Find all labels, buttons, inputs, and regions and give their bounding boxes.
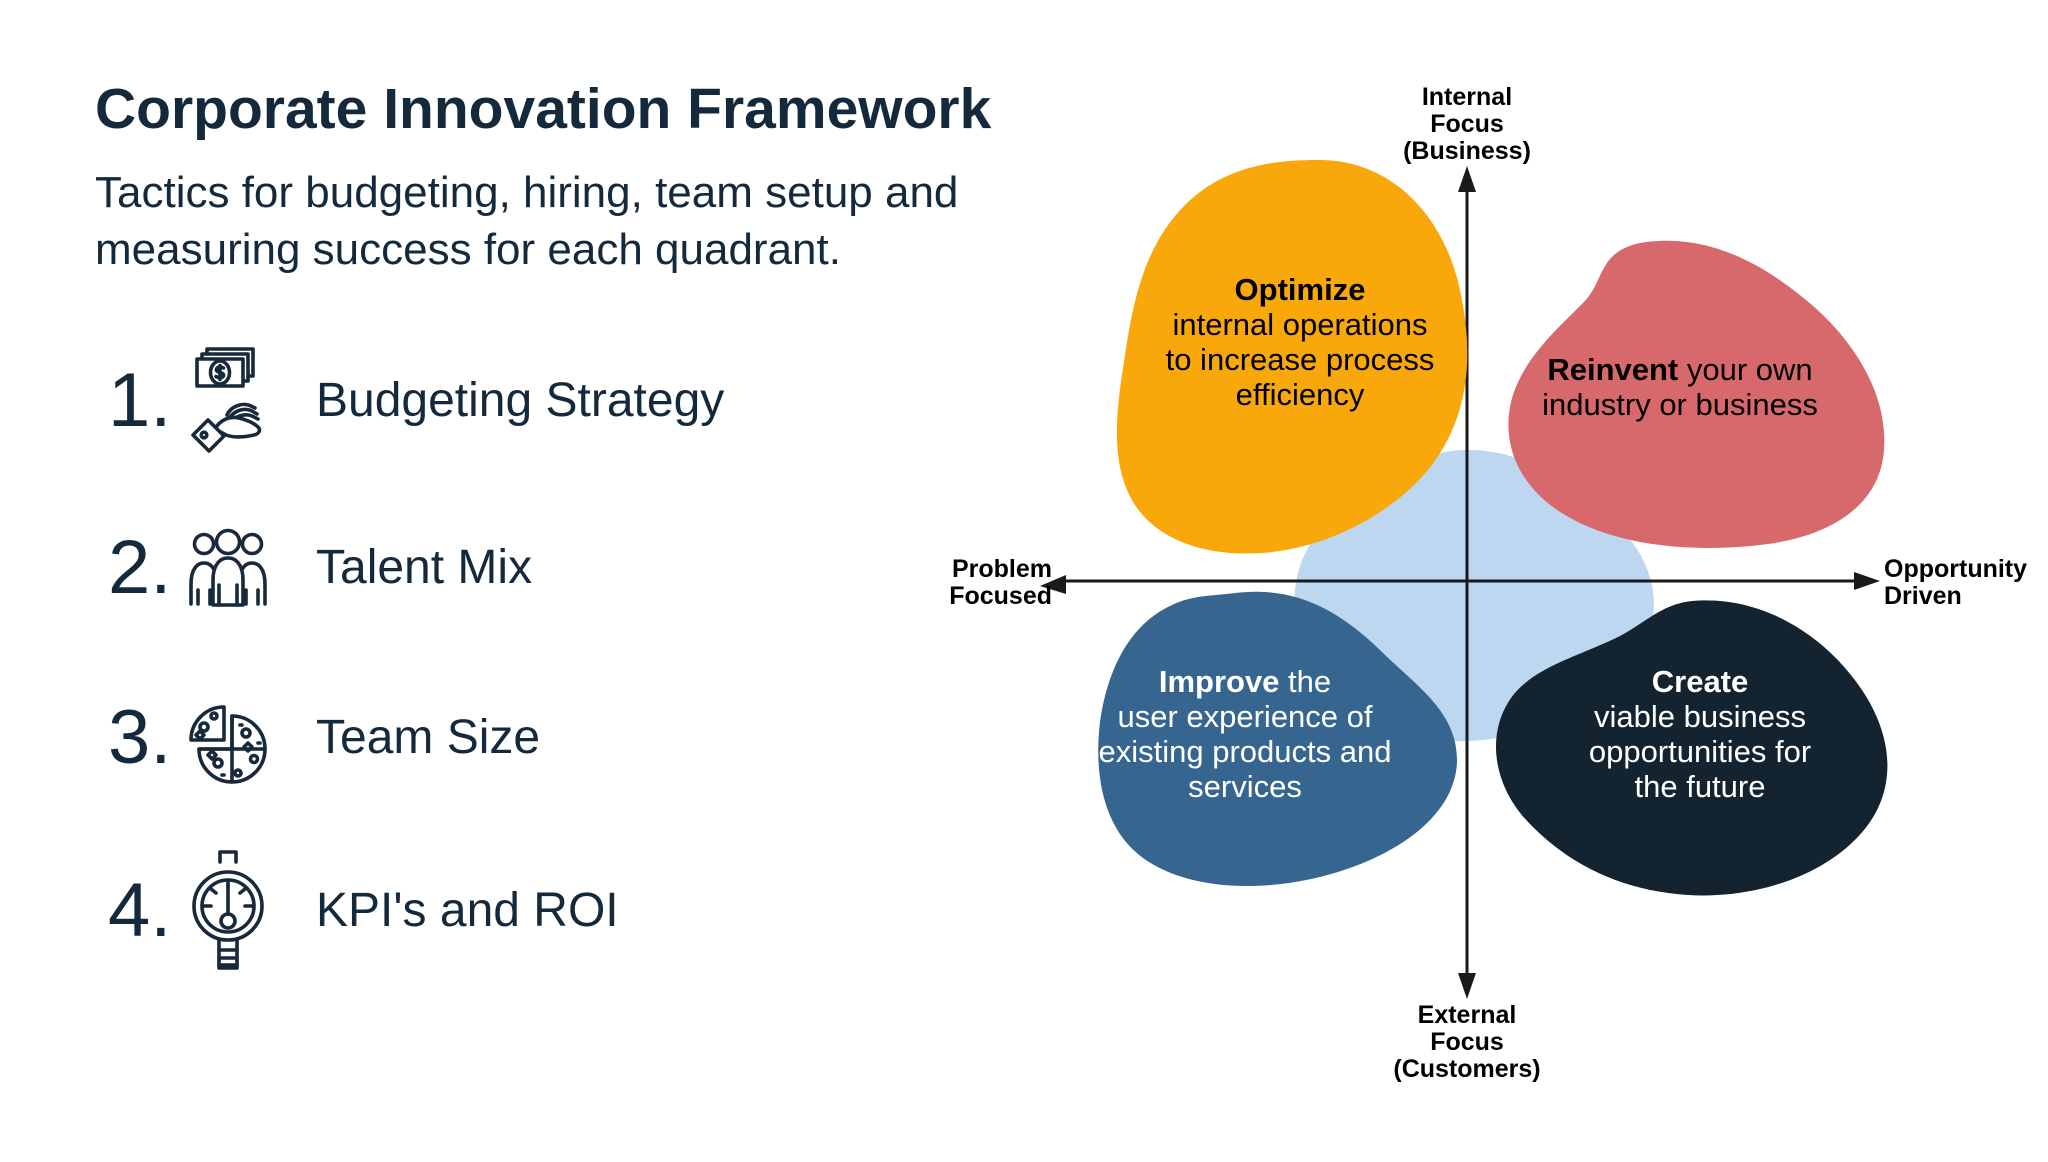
- list-item: 1. Budgeting Strategy: [108, 330, 724, 470]
- item-number: 2.: [108, 524, 172, 610]
- list-item: 2. Talent Mix: [108, 497, 532, 637]
- axis-label-opportunity-driven: Opportunity Driven: [1884, 555, 2028, 610]
- reinvent-blob: [1508, 240, 1885, 548]
- item-number: 3.: [108, 694, 172, 780]
- axis-label-problem-focused: Problem Focused: [949, 555, 1052, 610]
- gauge-icon: [180, 849, 276, 971]
- create-blob: [1495, 600, 1888, 896]
- create-quadrant-text: Create viable business opportunities for…: [1588, 664, 1812, 805]
- team-icon: [180, 527, 276, 607]
- optimize-blob: [1116, 159, 1468, 554]
- item-number: 1.: [108, 357, 172, 443]
- x-axis-arrow-right: [1854, 572, 1880, 590]
- money-in-hand-icon: [180, 347, 276, 453]
- axis-label-internal-focus: Internal Focus (Business): [1403, 83, 1531, 165]
- y-axis-arrow-down: [1458, 973, 1476, 999]
- item-number: 4.: [108, 867, 172, 953]
- page-subtitle: Tactics for budgeting, hiring, team setu…: [95, 168, 959, 275]
- improve-blob: [1098, 591, 1458, 887]
- optimize-quadrant-text: Optimize internal operations to increase…: [1165, 272, 1435, 413]
- item-label: KPI's and ROI: [316, 883, 619, 937]
- item-label: Talent Mix: [316, 540, 533, 594]
- page-title: Corporate Innovation Framework: [95, 77, 992, 141]
- item-label: Team Size: [316, 710, 541, 764]
- list-item: 3. Team Size: [108, 667, 540, 807]
- y-axis-arrow-up: [1458, 166, 1476, 192]
- axis-label-external-focus: External Focus (Customers): [1393, 1001, 1541, 1083]
- item-label: Budgeting Strategy: [316, 373, 725, 427]
- list-item: 4. KPI's and ROI: [108, 840, 619, 980]
- x-axis-arrow-left: [1040, 575, 1066, 594]
- improve-quadrant-text: Improve the user experience of existing …: [1098, 664, 1392, 805]
- pizza-icon: [180, 685, 276, 789]
- reinvent-quadrant-text: Reinvent your own industry or business: [1542, 352, 1818, 423]
